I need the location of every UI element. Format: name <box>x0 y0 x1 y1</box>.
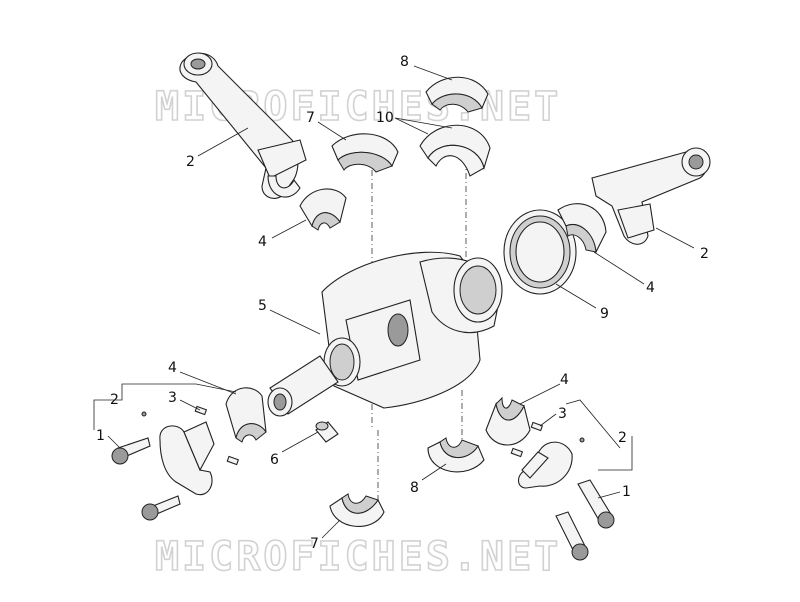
crankshaft-5 <box>267 251 503 417</box>
callout-2-right: 2 <box>700 246 709 262</box>
callout-7-bottom: 7 <box>310 536 319 552</box>
callout-6: 6 <box>270 452 279 468</box>
callout-4-top: 4 <box>258 234 267 250</box>
bearing-shell-4-lowright <box>485 396 531 446</box>
leader-lines <box>93 65 695 539</box>
callout-3-left: 3 <box>168 390 177 406</box>
callout-7-top: 7 <box>306 110 315 126</box>
connecting-rod-right <box>591 147 711 245</box>
rod-cap-right <box>510 421 585 489</box>
callout-4-right: 4 <box>646 280 655 296</box>
callout-8-bottom: 8 <box>410 480 419 496</box>
callout-4-left: 4 <box>168 360 177 376</box>
callout-9: 9 <box>600 306 609 322</box>
thrust-washers-10 <box>419 124 491 177</box>
callout-3-right: 3 <box>558 406 567 422</box>
callout-labels: 2 7 8 10 4 2 4 9 5 4 2 3 1 6 7 8 4 3 2 1 <box>96 54 709 552</box>
callout-10: 10 <box>376 110 394 126</box>
dowel-6 <box>315 421 339 443</box>
bearing-shell-7-top <box>331 133 399 173</box>
rod-bolt-left-2 <box>141 495 181 521</box>
callout-2-top: 2 <box>186 154 195 170</box>
connecting-rod-top <box>179 52 307 199</box>
bearing-shell-8-bottom <box>427 437 485 473</box>
callout-8-top: 8 <box>400 54 409 70</box>
rod-bolt-right-1 <box>577 479 615 529</box>
callout-1-right: 1 <box>622 484 631 500</box>
callout-2-lowright: 2 <box>618 430 627 446</box>
bearing-shell-8-top <box>425 76 489 113</box>
callout-5: 5 <box>258 298 267 314</box>
rod-bolt-right-2 <box>555 511 589 561</box>
rod-cap-left <box>141 405 240 496</box>
bearing-shell-4-top <box>299 188 347 231</box>
watermark-bottom: MICROFICHES.NET <box>155 534 561 580</box>
callout-2-left: 2 <box>110 392 119 408</box>
callout-4-lowright: 4 <box>560 372 569 388</box>
bearing-shell-4-right <box>557 203 607 254</box>
bearing-shell-4-left <box>225 387 267 443</box>
bearing-shell-7-bottom <box>329 493 385 527</box>
oil-seal-9 <box>503 209 577 295</box>
callout-1-left: 1 <box>96 428 105 444</box>
rod-bolt-left-1 <box>111 437 151 465</box>
